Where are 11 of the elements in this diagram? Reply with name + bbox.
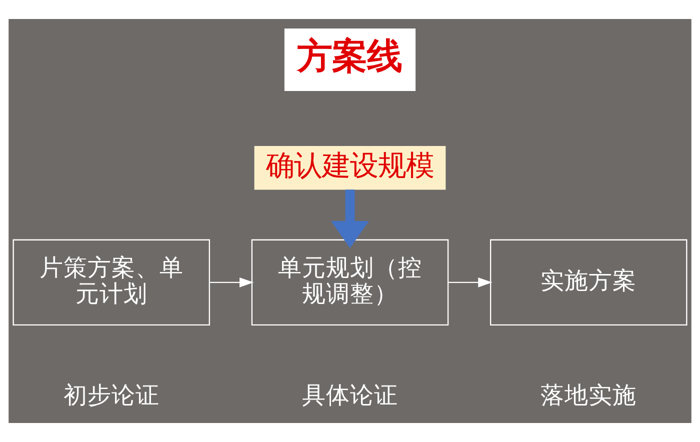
diagram-title: 方案线 (296, 36, 402, 78)
node-label: 具体论证 (302, 380, 398, 409)
node-box: 单元规划（控规调整） (251, 239, 449, 326)
node-box: 片策方案、单元计划 (12, 239, 210, 326)
arrow (448, 277, 492, 288)
arrow (331, 190, 369, 248)
node-box: 确认建设规模 (254, 146, 446, 190)
arrow (210, 277, 254, 288)
node-box: 实施方案 (490, 239, 688, 326)
node-label: 落地实施 (540, 380, 637, 409)
node-label: 初步论证 (63, 380, 160, 409)
